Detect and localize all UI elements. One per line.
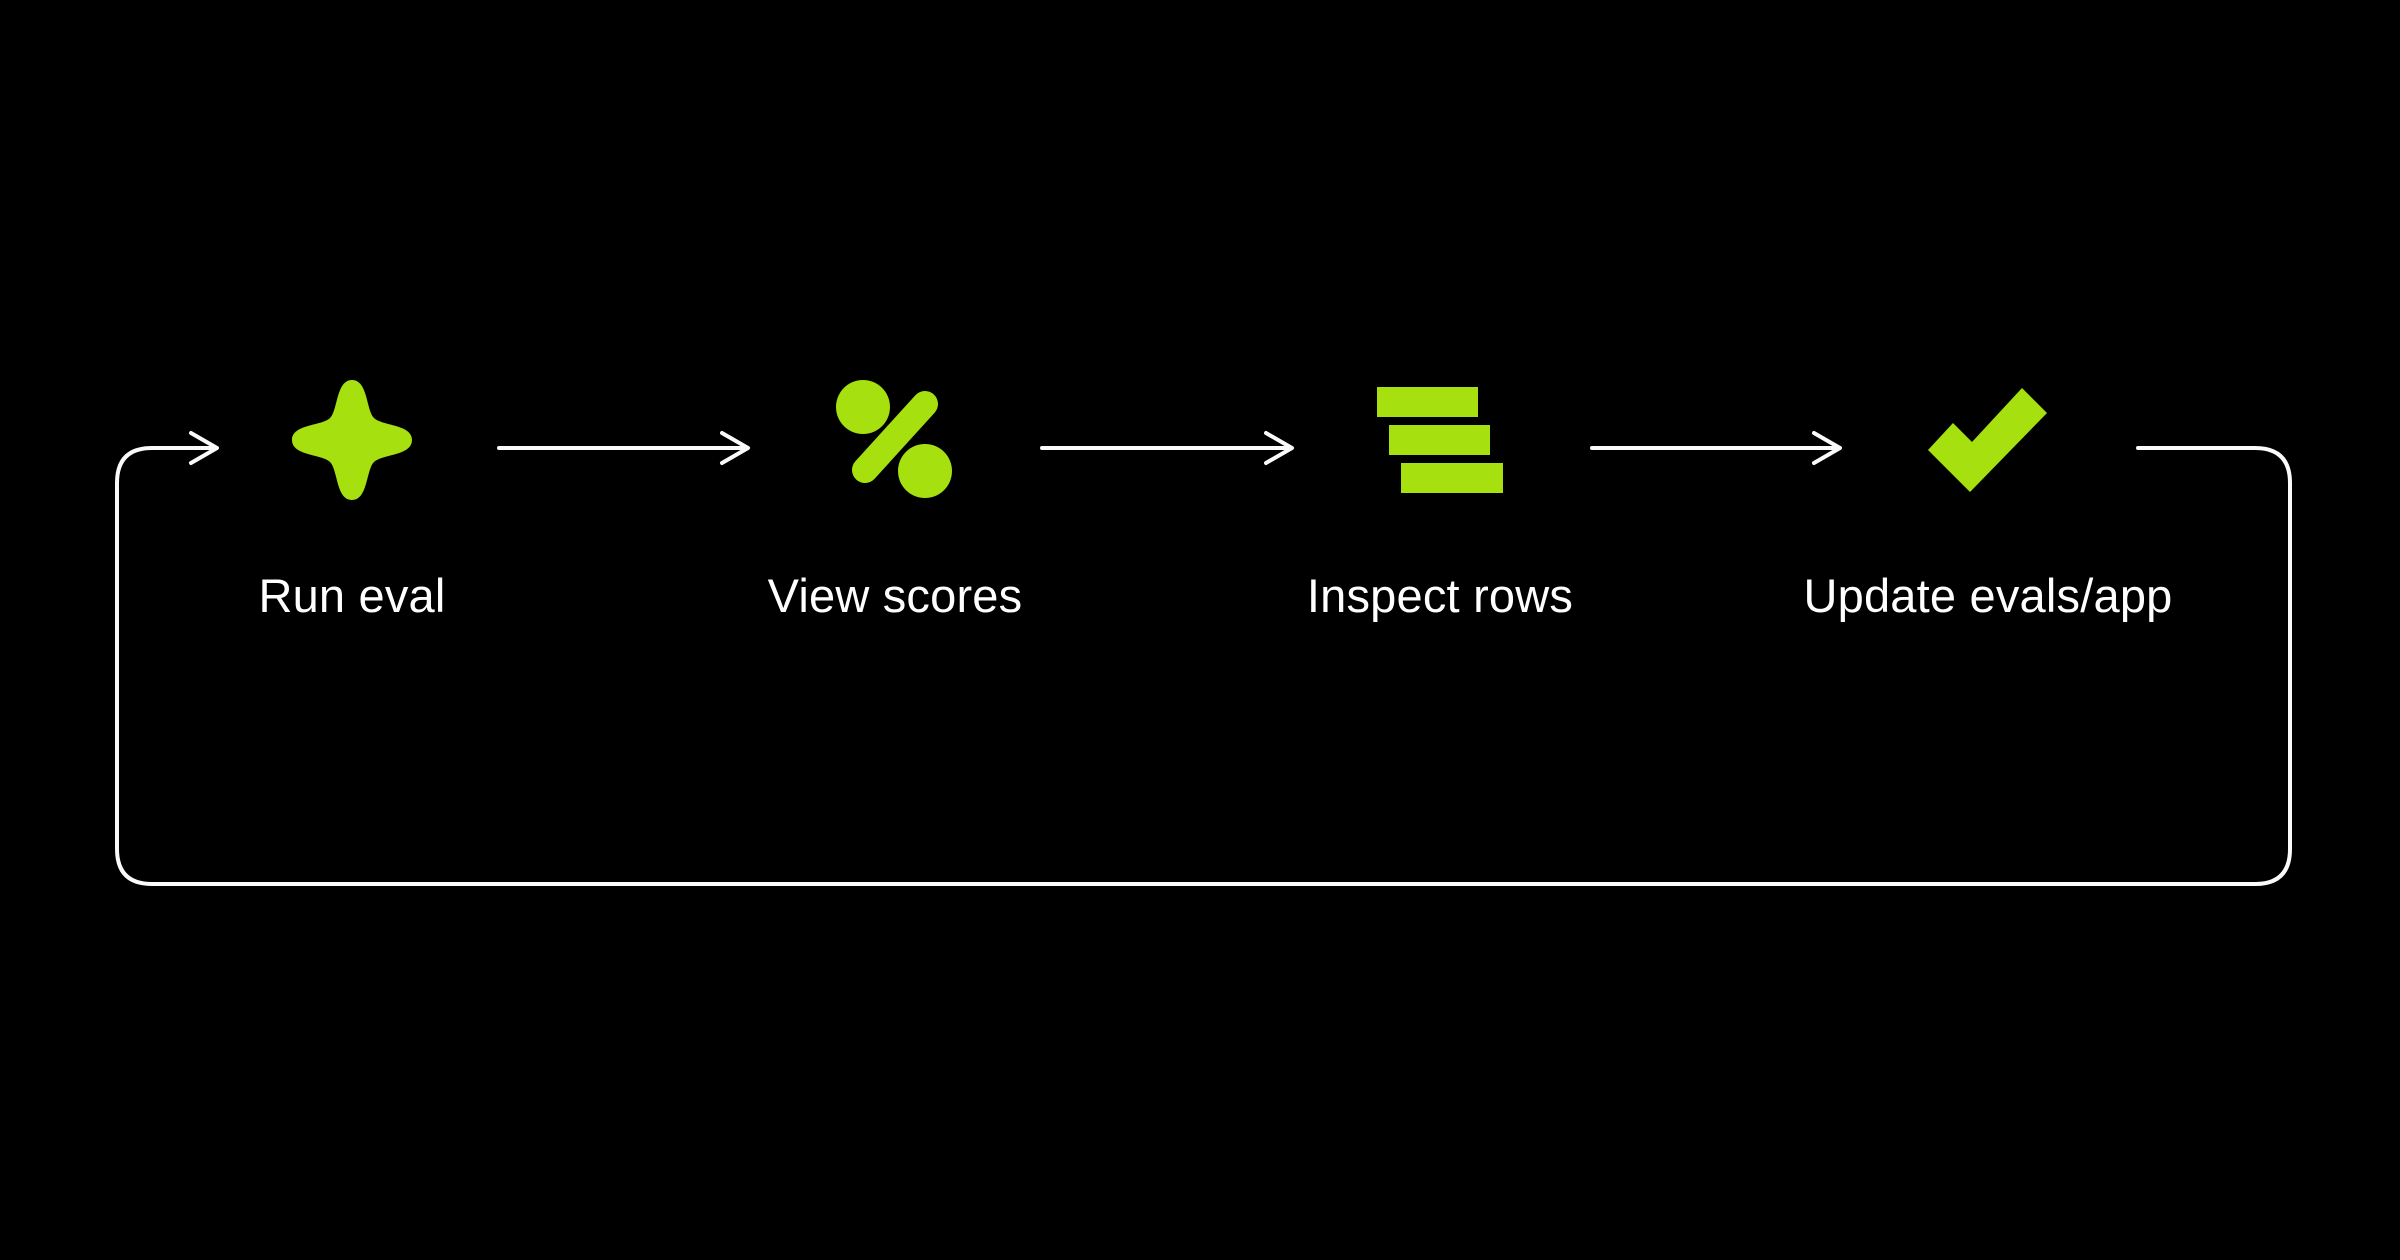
step-run-eval: Run eval [132, 377, 572, 625]
step-label-update-evals-app: Update evals/app [1803, 569, 2173, 622]
percent-icon [836, 380, 952, 498]
step-label-run-eval: Run eval [258, 569, 446, 622]
arrow-inspect-rows-to-update-evals [1590, 431, 1842, 465]
arrow-run-eval-to-view-scores [497, 431, 750, 465]
check-icon [1928, 388, 2047, 492]
step-label-view-scores: View scores [767, 569, 1023, 622]
step-label-inspect-rows: Inspect rows [1306, 569, 1574, 622]
rows-icon [1377, 387, 1503, 493]
arrow-view-scores-to-inspect-rows [1040, 431, 1294, 465]
step-update-evals-app: Update evals/app [1768, 377, 2208, 625]
loop-back-arrow [115, 431, 2292, 886]
sparkle-icon [292, 380, 412, 500]
step-inspect-rows: Inspect rows [1220, 377, 1660, 625]
step-view-scores: View scores [675, 377, 1115, 625]
